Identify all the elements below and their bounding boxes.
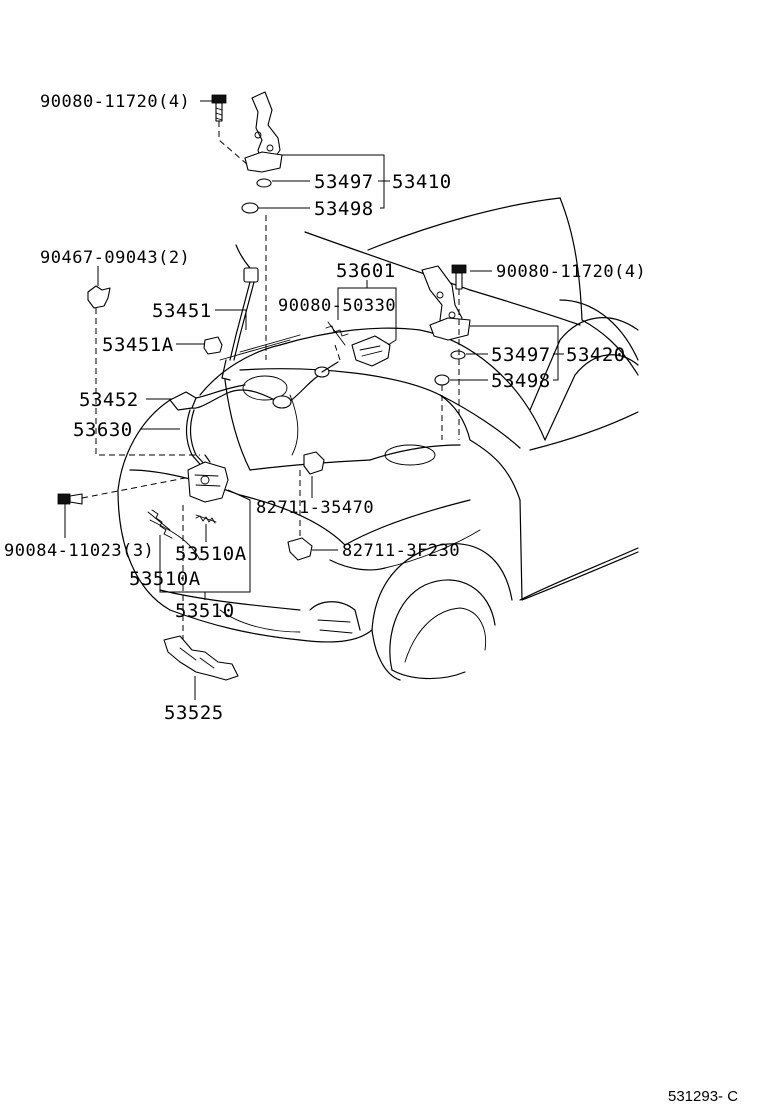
label-53510A-lower: 53510A — [129, 568, 201, 590]
label-90080-11720-right: 90080-11720(4) — [496, 262, 646, 282]
label-90080-50330: 90080-50330 — [278, 296, 396, 316]
label-90467-09043: 90467-09043(2) — [40, 248, 190, 268]
clamp-82711-3F230 — [287, 537, 313, 561]
cover-53525 — [163, 635, 239, 681]
clamp-82711-35470 — [303, 451, 325, 475]
washer-53498-right — [434, 374, 450, 386]
bolt-90080-11720-right — [451, 264, 467, 290]
leader-lines — [64, 100, 564, 700]
clip-90467-09043 — [87, 285, 111, 309]
washer-53497-right — [450, 350, 466, 360]
hood-release-handle-53601 — [351, 335, 391, 367]
label-53410: 53410 — [392, 171, 452, 193]
hood-hinge-right — [421, 265, 471, 341]
cushion-53451A — [203, 336, 223, 355]
hood-hinge-left — [244, 91, 283, 173]
bolt-90084-11023 — [57, 493, 83, 505]
part-labels: 90080-11720(4) 53497 53410 53498 90467-0… — [4, 92, 738, 1105]
hood-lock-53510 — [187, 454, 229, 503]
label-53452: 53452 — [79, 389, 139, 411]
label-53498-left: 53498 — [314, 198, 374, 220]
label-53525: 53525 — [164, 702, 224, 724]
label-53451A: 53451A — [102, 334, 174, 356]
bolt-90080-11720-left — [211, 94, 227, 122]
washer-53497-left — [256, 178, 272, 188]
label-53497-right: 53497 — [491, 344, 551, 366]
label-82711-35470: 82711-35470 — [256, 498, 374, 518]
label-53451: 53451 — [152, 300, 212, 322]
hood-support-rod-53451 — [221, 244, 259, 381]
alignment-dashes — [81, 121, 460, 640]
figure-reference: 531293- C — [668, 1088, 738, 1105]
label-90084-11023: 90084-11023(3) — [4, 541, 154, 561]
spring-53510A-b — [195, 514, 217, 524]
screw-90080-50330 — [325, 321, 349, 346]
label-53630: 53630 — [73, 419, 133, 441]
label-53601: 53601 — [336, 260, 396, 282]
washer-53498-left — [241, 202, 259, 214]
label-53510: 53510 — [175, 600, 235, 622]
label-53510A-upper: 53510A — [175, 543, 247, 565]
label-53497-left: 53497 — [314, 171, 374, 193]
label-53498-right: 53498 — [491, 370, 551, 392]
spring-53510A-a — [147, 509, 173, 539]
label-90080-11720-left: 90080-11720(4) — [40, 92, 190, 112]
label-53420: 53420 — [566, 344, 626, 366]
label-82711-3F230: 82711-3F230 — [342, 541, 460, 561]
